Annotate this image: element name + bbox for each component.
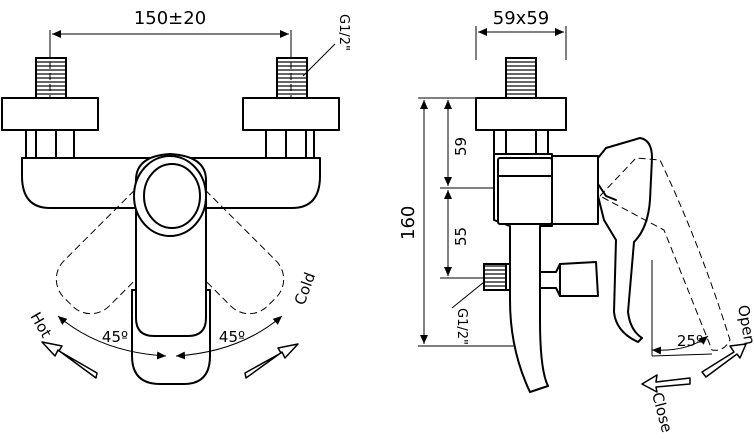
width-label: 59x59: [493, 8, 549, 29]
handle-front: [133, 153, 207, 337]
width-dimension: 59x59: [475, 8, 567, 60]
rotation-arcs: 45º 45º: [57, 315, 283, 360]
lower-label: 55: [452, 227, 470, 246]
diverter-knob: [539, 261, 599, 297]
tilt-angle-label: 25º: [677, 332, 703, 350]
handle-side: [597, 137, 653, 343]
upper-label: 59: [452, 137, 470, 156]
height-total-label: 160: [398, 206, 419, 240]
spacing-label: 150±20: [134, 8, 206, 29]
cold-label: Cold: [291, 270, 319, 307]
side-body: [493, 153, 599, 393]
open-indicator: Open: [701, 304, 754, 378]
outlet-nozzle: [483, 263, 511, 291]
front-thread-label: G1/2": [336, 14, 351, 51]
tilt-arc: 25º: [651, 260, 713, 357]
open-label: Open: [734, 304, 754, 347]
outlet-thread-callout: G1/2": [451, 281, 485, 345]
open-arrow-icon: [701, 343, 747, 378]
close-indicator: Close: [641, 374, 691, 435]
angle-left-label: 45º: [102, 328, 128, 346]
side-connector: [475, 57, 567, 155]
close-label: Close: [648, 390, 676, 434]
front-thread-callout: G1/2": [302, 14, 351, 77]
handle-open-position: [599, 157, 731, 351]
cold-arrow-icon: [244, 343, 299, 379]
height-dimensions: 160 59 55: [398, 97, 520, 347]
hot-label: Hot: [27, 309, 56, 341]
cold-indicator: Cold: [244, 270, 319, 379]
right-connector: [242, 40, 340, 163]
outlet-thread-label: G1/2": [454, 308, 469, 345]
left-connector: [1, 40, 99, 163]
close-arrow-icon: [641, 374, 691, 393]
side-view: 59x59 160 59 55: [398, 8, 754, 435]
angle-right-label: 45º: [219, 328, 245, 346]
front-view: 150±20 G1/2": [1, 8, 351, 385]
hot-arrow-icon: [41, 341, 98, 379]
spacing-dimension: 150±20: [49, 8, 292, 58]
